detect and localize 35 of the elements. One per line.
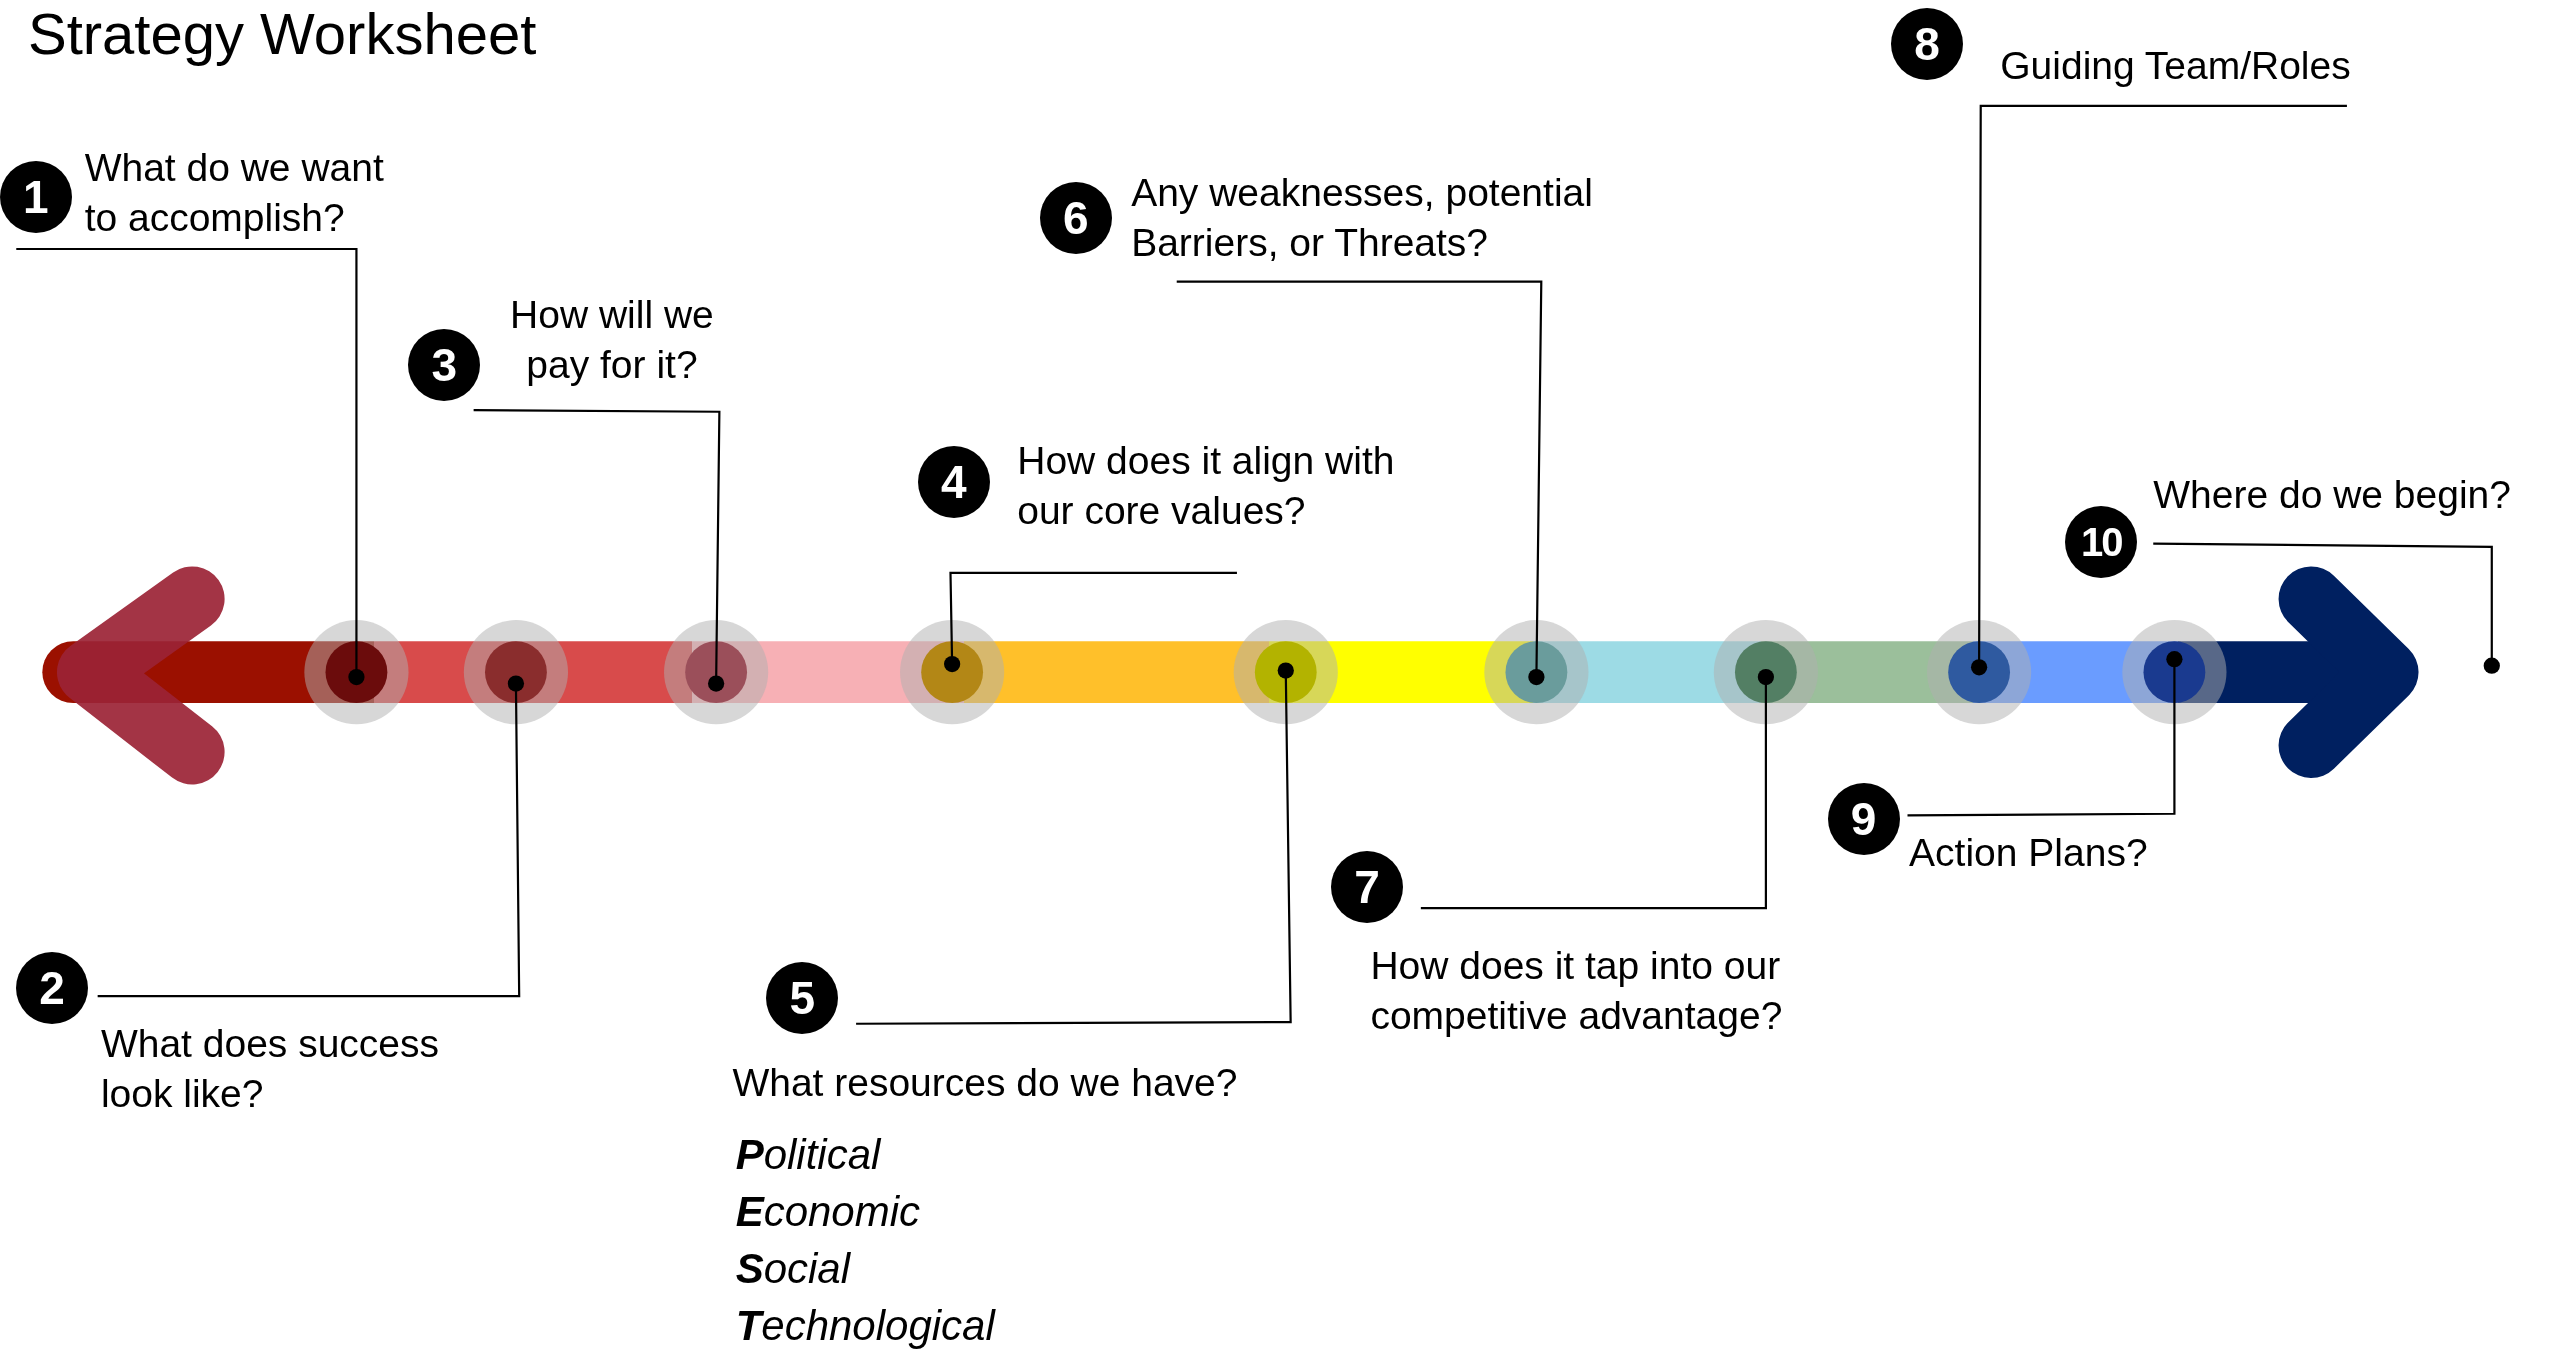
timeline-marker — [463, 620, 568, 725]
question-text: How will we pay for it? — [509, 291, 715, 388]
timeline-marker — [1484, 620, 1589, 725]
timeline-marker — [2122, 620, 2227, 725]
number-badge: 7 — [1331, 851, 1404, 923]
timeline-marker — [304, 620, 409, 725]
number-badge: 5 — [766, 961, 839, 1034]
timeline-marker — [1927, 620, 2032, 725]
factor-text: Social — [735, 1244, 851, 1295]
number-badge: 9 — [1827, 782, 1900, 855]
number-badge: 3 — [408, 328, 481, 401]
number-badge: 4 — [917, 445, 990, 518]
question-text: Guiding Team/Roles — [2000, 42, 2352, 89]
factor-text: Technological — [735, 1301, 995, 1350]
question-text: Where do we begin? — [2153, 472, 2512, 519]
number-badge: 6 — [1039, 182, 1112, 255]
question-text: How does it tap into our competitive advantage? — [1370, 942, 1784, 1039]
question-text: What does success look like? — [100, 1020, 441, 1117]
title: Strategy Worksheet — [28, 0, 537, 68]
question-text: Any weaknesses, potential Barriers, or Threats? — [1131, 169, 1594, 266]
timeline-marker — [1233, 620, 1338, 725]
dot-marker — [2483, 657, 2500, 674]
number-badge: 8 — [1891, 7, 1963, 80]
timeline-marker — [664, 620, 769, 725]
number-badge: 1 — [0, 160, 72, 233]
timeline-marker — [1713, 620, 1818, 725]
number-badge: 10 — [2065, 505, 2138, 578]
number-badge: 2 — [16, 951, 89, 1024]
timeline-marker — [900, 620, 1005, 725]
question-text: Action Plans? — [1909, 830, 2149, 877]
question-text: What resources do we have? — [732, 1059, 1239, 1106]
factor-text: Economic — [735, 1187, 921, 1238]
factor-text: Political — [735, 1130, 881, 1181]
question-text: What do we want to accomplish? — [84, 145, 385, 242]
question-text: How does it align with our core values? — [1017, 438, 1396, 535]
